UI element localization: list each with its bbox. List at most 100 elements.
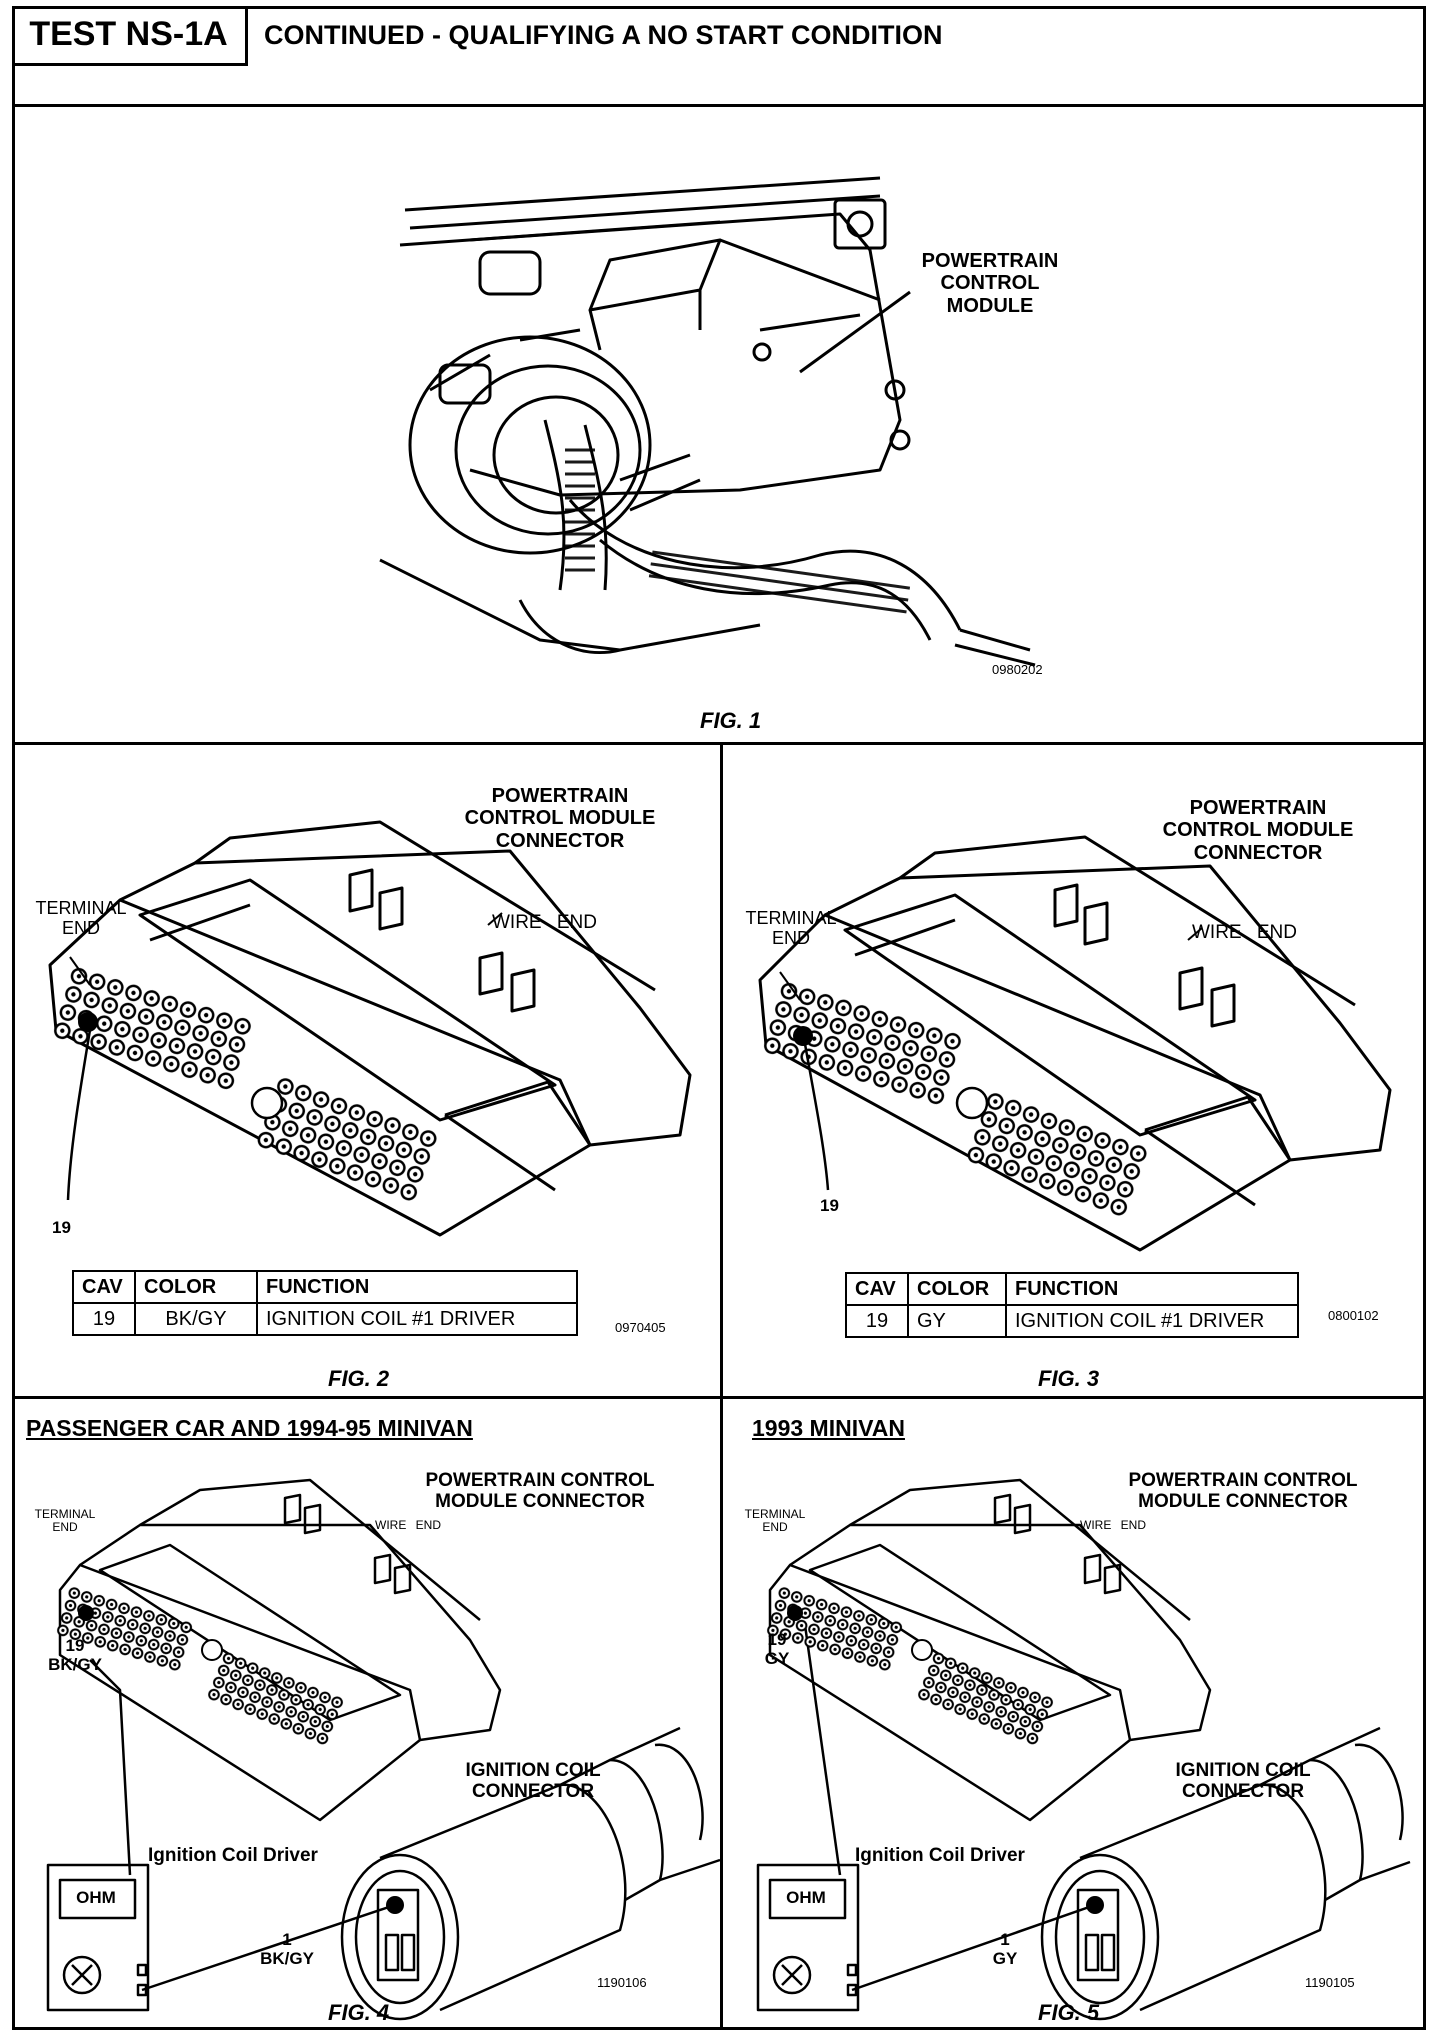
fig2-cell-function: IGNITION COIL #1 DRIVER [256, 1302, 578, 1336]
fig3-col-function: FUNCTION [1005, 1272, 1299, 1306]
pin-field-fig2b [254, 1075, 440, 1205]
fig3-col-cav: CAV [845, 1272, 909, 1306]
fig3-terminal-line2: END [771, 928, 810, 949]
fig2-cell-color: BK/GY [134, 1302, 258, 1336]
fig2-terminal-line1: TERMINAL [35, 898, 127, 918]
page-title: CONTINUED - QUALIFYING A NO START CONDIT… [264, 20, 943, 50]
pin-field-fig4b [205, 1650, 346, 1747]
fig4-code: 1190106 [597, 1975, 647, 1990]
fig5-pcm-line1: POWERTRAIN CONTROL [1128, 1470, 1358, 1491]
pcm-label-line3: MODULE [946, 294, 1034, 317]
column-divider [720, 742, 723, 2030]
fig4-pin-label: 19 BK/GY [40, 1636, 110, 1674]
wiring-drawing-fig5 [756, 1478, 1411, 2021]
fig3-pcm-connector-label: POWERTRAIN CONTROL MODULE CONNECTOR [1138, 797, 1378, 864]
pin-field-fig5b [915, 1650, 1056, 1747]
fig5-coil-pin-number: 1 [1000, 1930, 1010, 1949]
fig3-wire-end-label: WIRE END [1192, 922, 1297, 943]
fig5-pin-label: 19 GY [752, 1630, 802, 1668]
row-divider-1 [12, 742, 1426, 745]
fig5-pcm-line2: MODULE CONNECTOR [1138, 1491, 1348, 1513]
fig4-wire-end-label: WIRE END [375, 1518, 441, 1532]
fig2-pcm-connector-label: POWERTRAIN CONTROL MODULE CONNECTOR [440, 785, 680, 852]
fig4-ignition-coil-connector-label: IGNITION COIL CONNECTOR [448, 1760, 618, 1803]
fig3-code: 0800102 [1328, 1308, 1379, 1323]
fig2-label-line3: CONNECTOR [495, 829, 625, 852]
fig2-col-color: COLOR [134, 1270, 258, 1304]
fig4-terminal-end-label: TERMINAL END [30, 1507, 100, 1535]
fig2-terminal-end-label: TERMINAL END [26, 898, 136, 938]
test-id-box: TEST NS-1A [12, 6, 248, 66]
fig4-pin-number: 19 [65, 1636, 85, 1655]
fig3-caption: FIG. 3 [1038, 1366, 1100, 1391]
fig5-driver-label: Ignition Coil Driver [855, 1845, 1025, 1866]
fig4-section-heading: PASSENGER CAR AND 1994-95 MINIVAN [26, 1415, 473, 1441]
fig5-caption: FIG. 5 [1038, 2000, 1100, 2025]
fig2-cell-cav: 19 [72, 1302, 136, 1336]
fig2-label-line1: POWERTRAIN [491, 785, 629, 807]
fig5-wire-end-label: WIRE END [1080, 1518, 1146, 1532]
pcm-label-line2: CONTROL [940, 272, 1040, 295]
fig2-pin-number: 19 [52, 1218, 71, 1237]
fig3-pin-number: 19 [820, 1196, 839, 1215]
wiring-drawing-fig4 [46, 1478, 721, 2021]
fig4-coil-line1: IGNITION COIL [465, 1760, 601, 1781]
fig5-section-heading: 1993 MINIVAN [752, 1415, 905, 1441]
fig3-label-line2: CONTROL MODULE [1162, 819, 1354, 842]
fig5-pin-number: 19 [767, 1630, 787, 1649]
fig5-coil-line1: IGNITION COIL [1175, 1760, 1311, 1781]
fig1-caption: FIG. 1 [700, 708, 762, 733]
fig3-cell-color: GY [907, 1304, 1007, 1338]
fig4-pcm-line1: POWERTRAIN CONTROL [425, 1470, 655, 1491]
fig4-terminal-line2: END [52, 1520, 78, 1535]
fig4-terminal-line1: TERMINAL [34, 1507, 96, 1521]
fig5-coil-pin-label: 1 GY [975, 1930, 1035, 1968]
pcm-engine-drawing [379, 176, 1036, 667]
page-frame [12, 6, 1426, 2030]
pin-field-fig2a [50, 965, 255, 1094]
fig5-ignition-coil-connector-label: IGNITION COIL CONNECTOR [1158, 1760, 1328, 1803]
fig5-terminal-end-label: TERMINAL END [740, 1507, 810, 1535]
fig2-cavity-table: CAV COLOR FUNCTION 19 BK/GY IGNITION COI… [72, 1270, 578, 1336]
fig4-coil-line2: CONNECTOR [471, 1781, 595, 1803]
fig4-coil-pin-label: 1 BK/GY [252, 1930, 322, 1968]
fig4-pin-color: BK/GY [48, 1655, 102, 1675]
fig3-cell-cav: 19 [845, 1304, 909, 1338]
fig5-code: 1190105 [1305, 1975, 1355, 1990]
fig3-cavity-table: CAV COLOR FUNCTION 19 GY IGNITION COIL #… [845, 1272, 1299, 1338]
fig2-label-line2: CONTROL MODULE [464, 807, 656, 830]
fig2-code: 0970405 [615, 1320, 666, 1335]
fig2-wire-end-label: WIRE END [492, 912, 597, 933]
fig5-pin-color: GY [764, 1649, 790, 1669]
fig2-col-function: FUNCTION [256, 1270, 578, 1304]
row-divider-2 [12, 1396, 1426, 1399]
pcm-label: POWERTRAIN CONTROL MODULE [905, 250, 1075, 317]
fig3-cell-function: IGNITION COIL #1 DRIVER [1005, 1304, 1299, 1338]
fig5-ohmmeter-display: OHM [786, 1888, 826, 1907]
fig2-terminal-line2: END [61, 918, 100, 939]
fig2-col-cav: CAV [72, 1270, 136, 1304]
fig3-label-line3: CONNECTOR [1193, 841, 1323, 864]
fig5-pcm-connector-label: POWERTRAIN CONTROL MODULE CONNECTOR [1098, 1470, 1388, 1513]
fig5-coil-pin-color: GY [992, 1949, 1018, 1969]
pin-field-fig3b [964, 1090, 1150, 1220]
fig3-label-line1: POWERTRAIN [1189, 797, 1327, 819]
fig1-code: 0980202 [992, 662, 1043, 677]
fig4-pcm-line2: MODULE CONNECTOR [435, 1491, 645, 1513]
fig3-terminal-line1: TERMINAL [745, 908, 837, 928]
pcm-label-line1: POWERTRAIN [921, 250, 1059, 272]
fig2-caption: FIG. 2 [328, 1366, 390, 1391]
fig4-driver-label: Ignition Coil Driver [148, 1845, 318, 1866]
fig4-caption: FIG. 4 [328, 2000, 390, 2025]
pcm-connector-fig3 [758, 835, 1392, 1252]
pin-field-fig3a [760, 980, 965, 1109]
fig5-terminal-line1: TERMINAL [744, 1507, 806, 1521]
fig5-terminal-line2: END [762, 1520, 788, 1535]
fig4-coil-pin-color: BK/GY [260, 1949, 314, 1969]
fig3-terminal-end-label: TERMINAL END [736, 908, 846, 948]
fig4-coil-pin-number: 1 [282, 1930, 292, 1949]
header-divider [12, 104, 1426, 107]
fig3-col-color: COLOR [907, 1272, 1007, 1306]
fig4-pcm-connector-label: POWERTRAIN CONTROL MODULE CONNECTOR [395, 1470, 685, 1513]
